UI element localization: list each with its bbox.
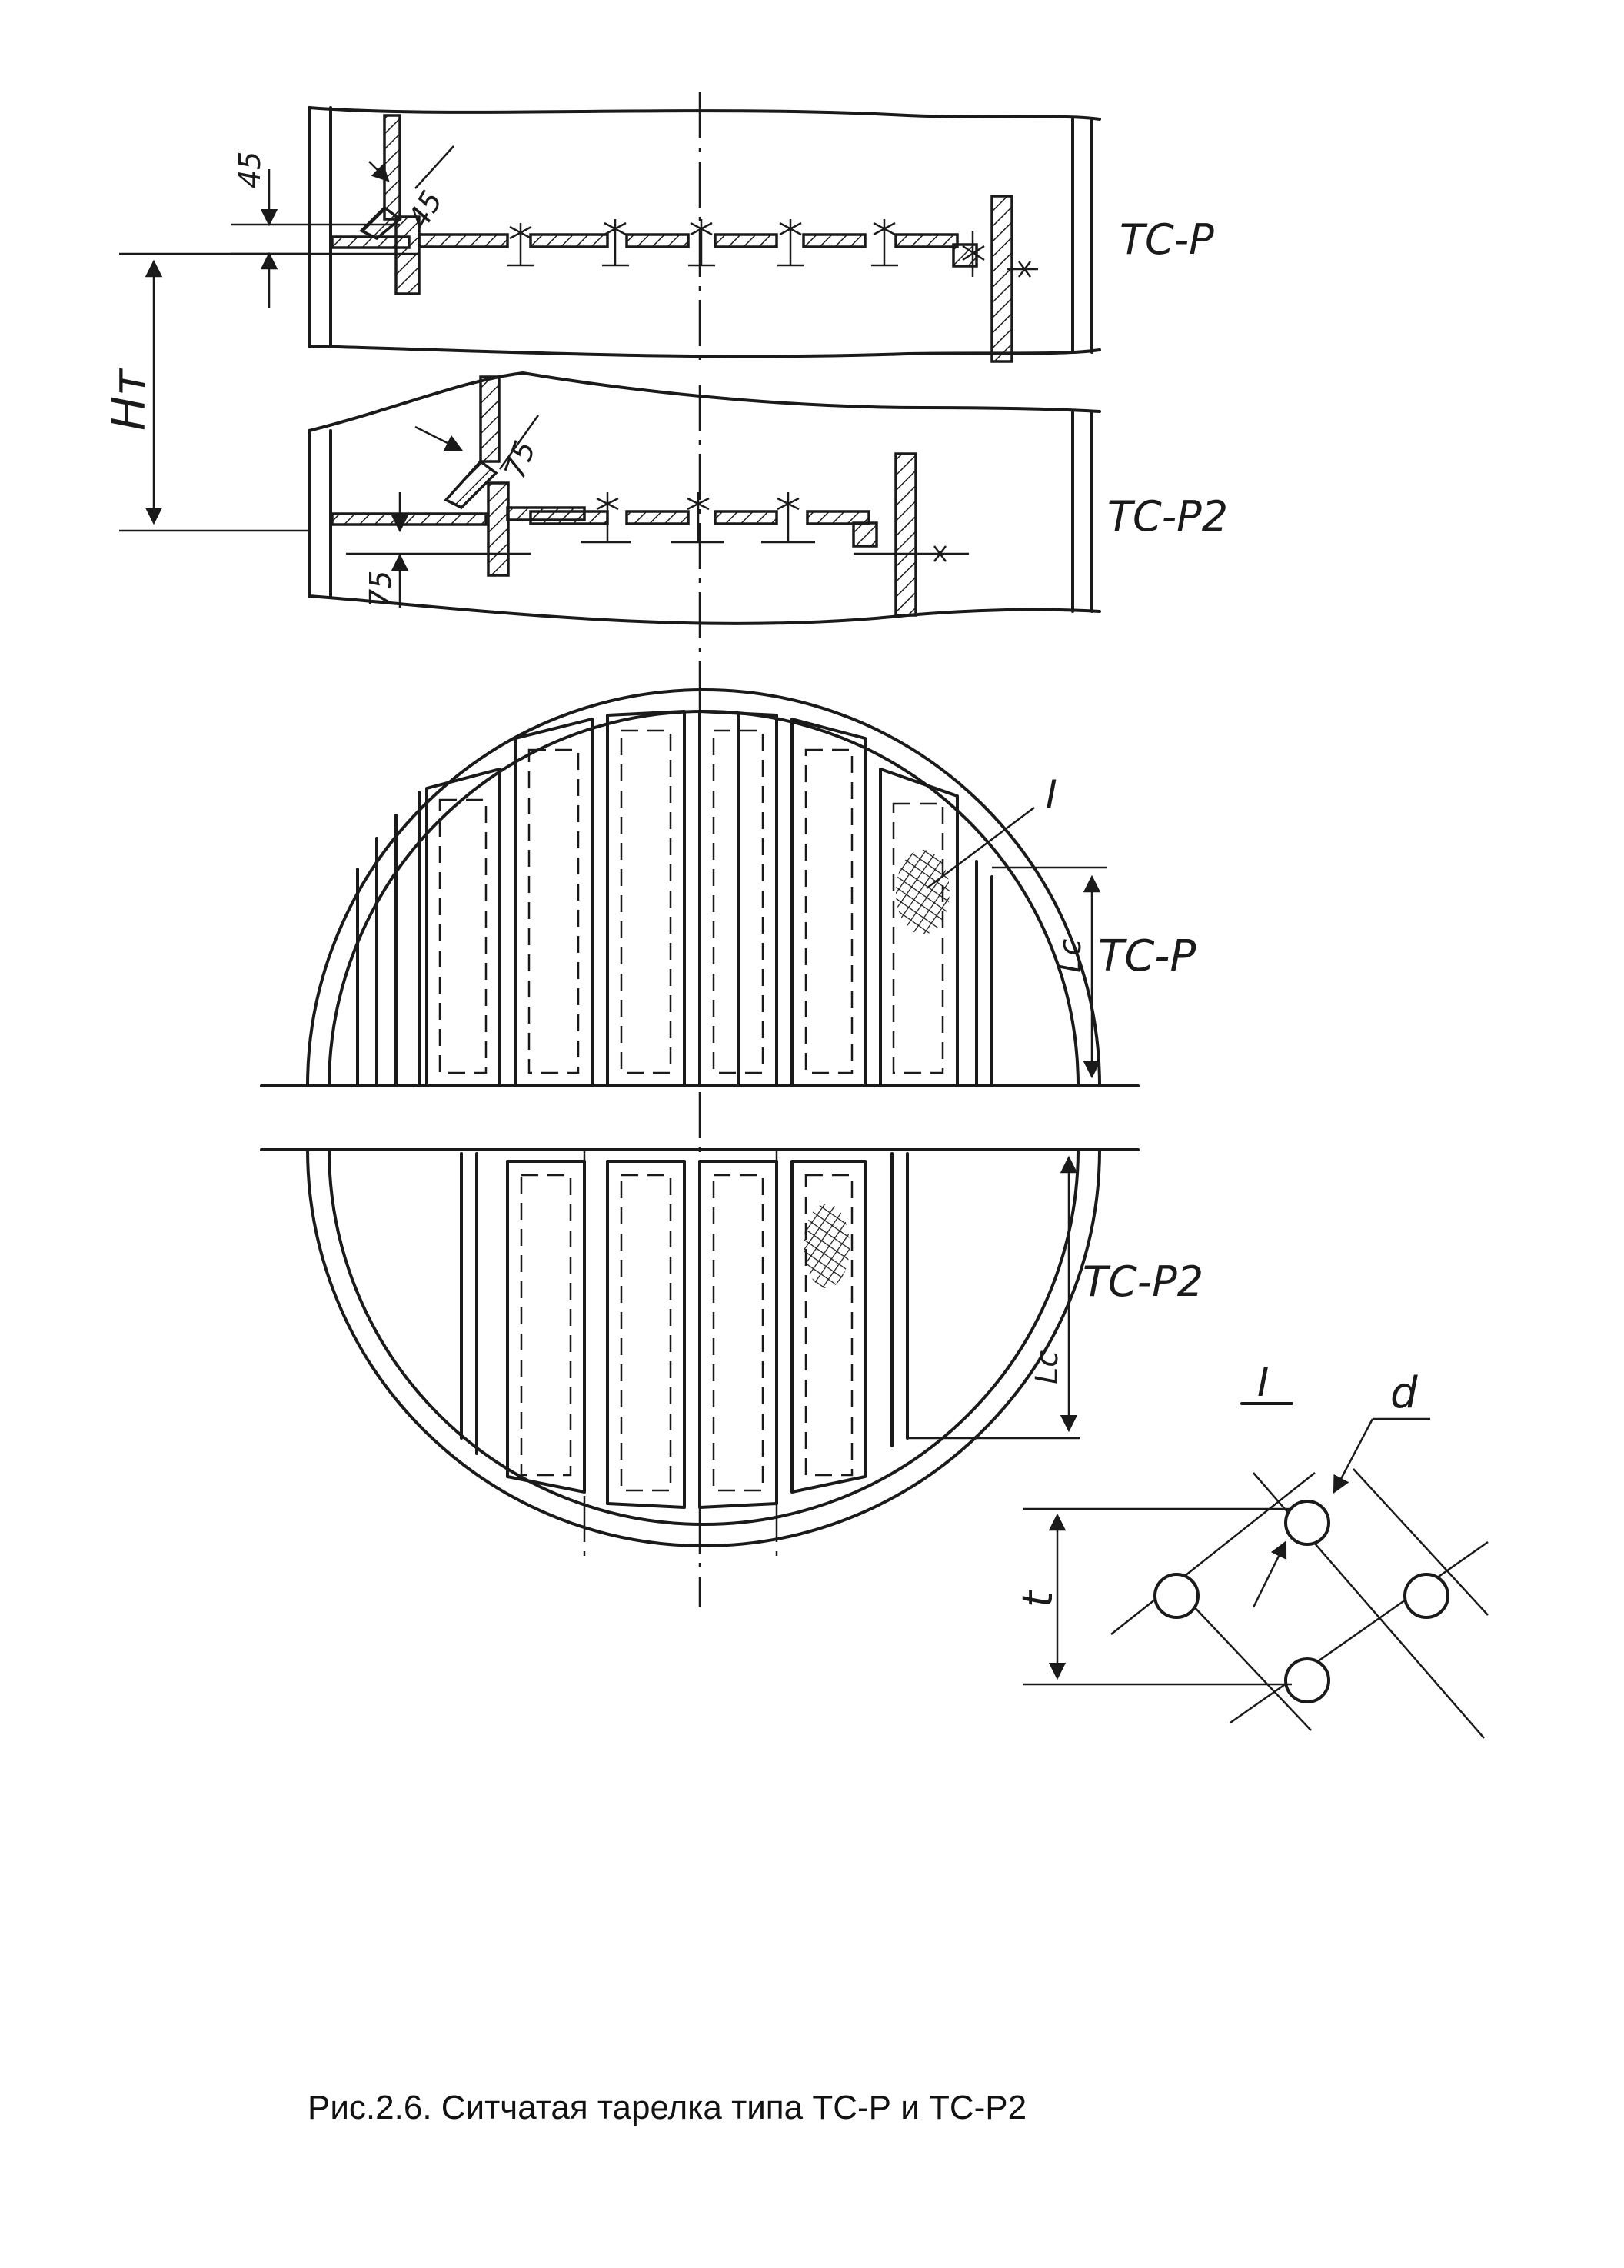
panels-tc-r	[356, 710, 993, 1087]
figure-caption: Рис.2.6. Ситчатая тарелка типа ТС-Р и ТС…	[308, 2089, 1027, 2126]
section-view-tc-r2: 75 75 ТС-Р2	[308, 371, 1228, 677]
lc-label-top: Lс	[1053, 939, 1088, 973]
dim-75-angled: 75	[498, 437, 542, 483]
hole-diameter-label: d	[1390, 1368, 1418, 1418]
section-label-tc-r2: ТС-Р2	[1107, 492, 1228, 541]
section-label-tc-r: ТС-Р	[1120, 215, 1214, 264]
dim-75-vertical: 75	[364, 571, 398, 608]
detail-perforation: I d t	[1013, 1360, 1489, 1739]
dim-45-vertical: 45	[233, 152, 267, 188]
detail-title: I	[1257, 1360, 1269, 1406]
plan-label-tc-r2: ТС-Р2	[1083, 1257, 1203, 1306]
detail-callout: I	[1046, 772, 1057, 817]
clamp-row-bottom	[581, 492, 969, 562]
lc-label-bottom: Lс	[1030, 1350, 1065, 1384]
plan-label-tc-r: ТС-Р	[1098, 931, 1196, 981]
hole-bottom	[1284, 1657, 1330, 1703]
hole-top	[1284, 1500, 1330, 1546]
panels-tc-r2	[460, 1150, 909, 1561]
plate-spacing-label: Hт	[102, 368, 156, 431]
section-view-tc-r: 45 45 Hт ТС-Р	[102, 92, 1214, 532]
clamp-row-top	[508, 219, 1038, 278]
hole-left	[1153, 1573, 1200, 1619]
plan-view: Lс Lс ТС-Р ТС-Р2 I	[260, 677, 1203, 1607]
hole-right	[1403, 1573, 1449, 1619]
hole-pitch-label: t	[1013, 1590, 1062, 1607]
